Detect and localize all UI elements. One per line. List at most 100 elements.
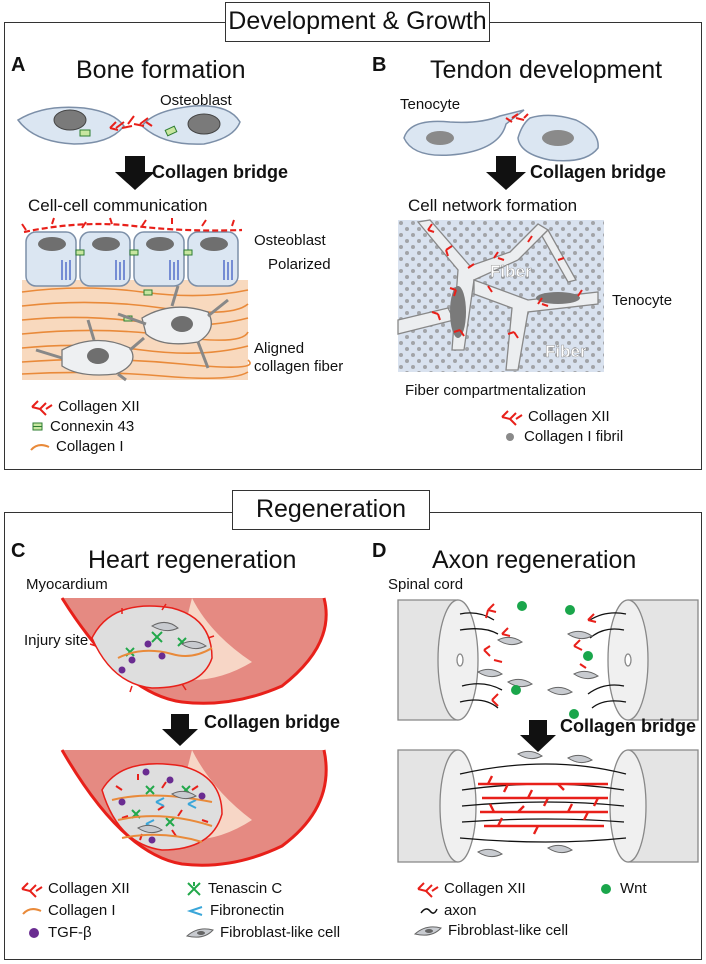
legend-label: Fibroblast-like cell	[448, 922, 569, 939]
osteocyte-cells	[35, 285, 229, 382]
spinal-cord-stump-left	[397, 599, 479, 721]
panel-d-title: Axon regeneration	[432, 546, 637, 574]
legend-a-collagen-i: Collagen I	[30, 438, 124, 455]
panel-a-bridge-label: Collagen bridge	[152, 162, 289, 182]
collagen-xii-icon	[21, 881, 43, 898]
legend-label: Wnt	[620, 880, 647, 897]
legend-c-tgf-beta: TGF-β	[28, 924, 92, 941]
polarized-label: Polarized	[268, 256, 331, 273]
legend-label: Collagen I	[48, 902, 116, 919]
legend-c-collagen-xii: Collagen XII	[20, 880, 130, 898]
legend-label: Collagen XII	[444, 880, 526, 897]
legend-label: Collagen XII	[48, 880, 130, 897]
wnt-icon	[601, 883, 611, 894]
tenocyte-top-label: Tenocyte	[400, 96, 461, 113]
legend-a-connexin: Connexin 43	[32, 418, 134, 435]
spinal-cord-label: Spinal cord	[388, 576, 464, 593]
panel-b-letter: B	[372, 54, 387, 76]
fibroblast-cell-icon	[413, 925, 442, 936]
panel-c-bridge-label: Collagen bridge	[204, 712, 341, 732]
tenocyte-nucleus	[536, 292, 580, 304]
fiber-compartment-label: Fiber compartmentalization	[405, 382, 586, 399]
legend-d-wnt: Wnt	[600, 880, 647, 897]
legend-c-fibronectin: Fibronectin	[186, 902, 285, 919]
panel-b-bridge-label: Collagen bridge	[530, 162, 667, 182]
legend-b-collagen-xii: Collagen XII	[500, 408, 610, 426]
connexin-43-icon	[32, 422, 43, 430]
panel-a-bone-diagram	[21, 217, 251, 382]
fibroblast-cells	[477, 630, 599, 696]
fibroblast-cell-icon	[185, 927, 214, 938]
legend-d-collagen-xii: Collagen XII	[416, 880, 526, 898]
legend-label: Connexin 43	[50, 418, 135, 435]
connexin-43-marker	[164, 125, 178, 137]
legend-d-fibroblast: Fibroblast-like cell	[413, 922, 569, 939]
legend-label: Fibroblast-like cell	[220, 924, 341, 941]
panel-b-arrow	[486, 156, 526, 190]
legend-label: axon	[444, 902, 477, 919]
development-section-title: Development & Growth	[225, 2, 490, 42]
legend-label: Collagen XII	[58, 398, 140, 415]
panel-d-bridge-label: Collagen bridge	[560, 716, 697, 736]
osteoblast-cell-right	[140, 105, 241, 145]
legend-label: TGF-β	[48, 924, 92, 941]
collagen-i-icon	[22, 907, 42, 915]
panel-a-arrow	[115, 156, 155, 190]
legend-label: Tenascin C	[208, 880, 283, 897]
panel-d-letter: D	[372, 540, 387, 562]
panel-b-tendon-diagram	[397, 219, 604, 372]
panel-b-top-cells	[403, 109, 599, 162]
tenocyte-nucleus	[450, 286, 466, 338]
legend-label: Collagen I fibril	[524, 428, 624, 445]
aligned-label: Aligned	[254, 340, 305, 357]
legend-label: Collagen I	[56, 438, 124, 455]
legend-c-collagen-i: Collagen I	[22, 902, 116, 919]
panel-b-subtitle: Cell network formation	[408, 196, 578, 215]
collagen-xii-icon	[31, 399, 53, 416]
collagen-xii-icon	[417, 881, 439, 898]
panel-c-letter: C	[11, 540, 26, 562]
injury-site-label: Injury site	[24, 632, 89, 649]
tenascin-c-icon	[187, 881, 201, 896]
heart-after-diagram	[60, 749, 328, 867]
myocardium-label: Myocardium	[26, 576, 108, 593]
spinal-after-diagram	[397, 749, 699, 863]
legend-c-tenascin: Tenascin C	[186, 880, 282, 897]
wnt-dots	[511, 601, 593, 719]
tgf-beta-icon	[29, 927, 39, 938]
collagen-fiber-label: collagen fiber	[254, 358, 344, 375]
fiber-label-2: Fiber	[545, 342, 587, 361]
osteoblast-cell-left	[16, 106, 125, 145]
regeneration-section-title: Regeneration	[232, 490, 430, 530]
osteoblast-top-label: Osteoblast	[160, 92, 232, 109]
spinal-before-diagram	[397, 599, 699, 721]
panel-c-title: Heart regeneration	[88, 546, 297, 574]
panel-d-arrow	[520, 720, 556, 752]
spinal-cord-stump-right	[607, 599, 699, 721]
panel-b-title: Tendon development	[430, 56, 663, 84]
collagen-xii-network	[427, 223, 583, 339]
fibronectin-icon	[186, 905, 203, 916]
legend-label: Collagen XII	[528, 408, 610, 425]
collagen-i-fibril-icon	[506, 432, 514, 441]
legend-a-collagen-xii: Collagen XII	[30, 398, 140, 416]
connexin-43-marker	[79, 129, 91, 137]
panel-a-letter: A	[11, 54, 26, 76]
panel-a-title: Bone formation	[76, 56, 246, 84]
legend-label: Fibronectin	[210, 902, 285, 919]
tenocyte-cell-left	[403, 109, 525, 157]
axons	[459, 763, 627, 843]
collagen-i-icon	[30, 443, 50, 451]
osteoblast-side-label: Osteoblast	[254, 232, 326, 249]
collagen-xii-bridge	[109, 115, 153, 131]
legend-b-collagen-i-fibril: Collagen I fibril	[504, 428, 623, 445]
legend-c-fibroblast: Fibroblast-like cell	[185, 924, 341, 941]
tenocyte-side-label: Tenocyte	[612, 292, 673, 309]
collagen-xii-icon	[501, 409, 523, 426]
collagen-xii-bridge	[505, 113, 529, 123]
panel-a-top-cells	[16, 105, 241, 145]
axons	[459, 612, 627, 709]
collagen-xii-bridge	[478, 775, 608, 835]
legend-d-axon: axon	[420, 902, 477, 919]
collagen-xii-bundles	[483, 603, 597, 707]
